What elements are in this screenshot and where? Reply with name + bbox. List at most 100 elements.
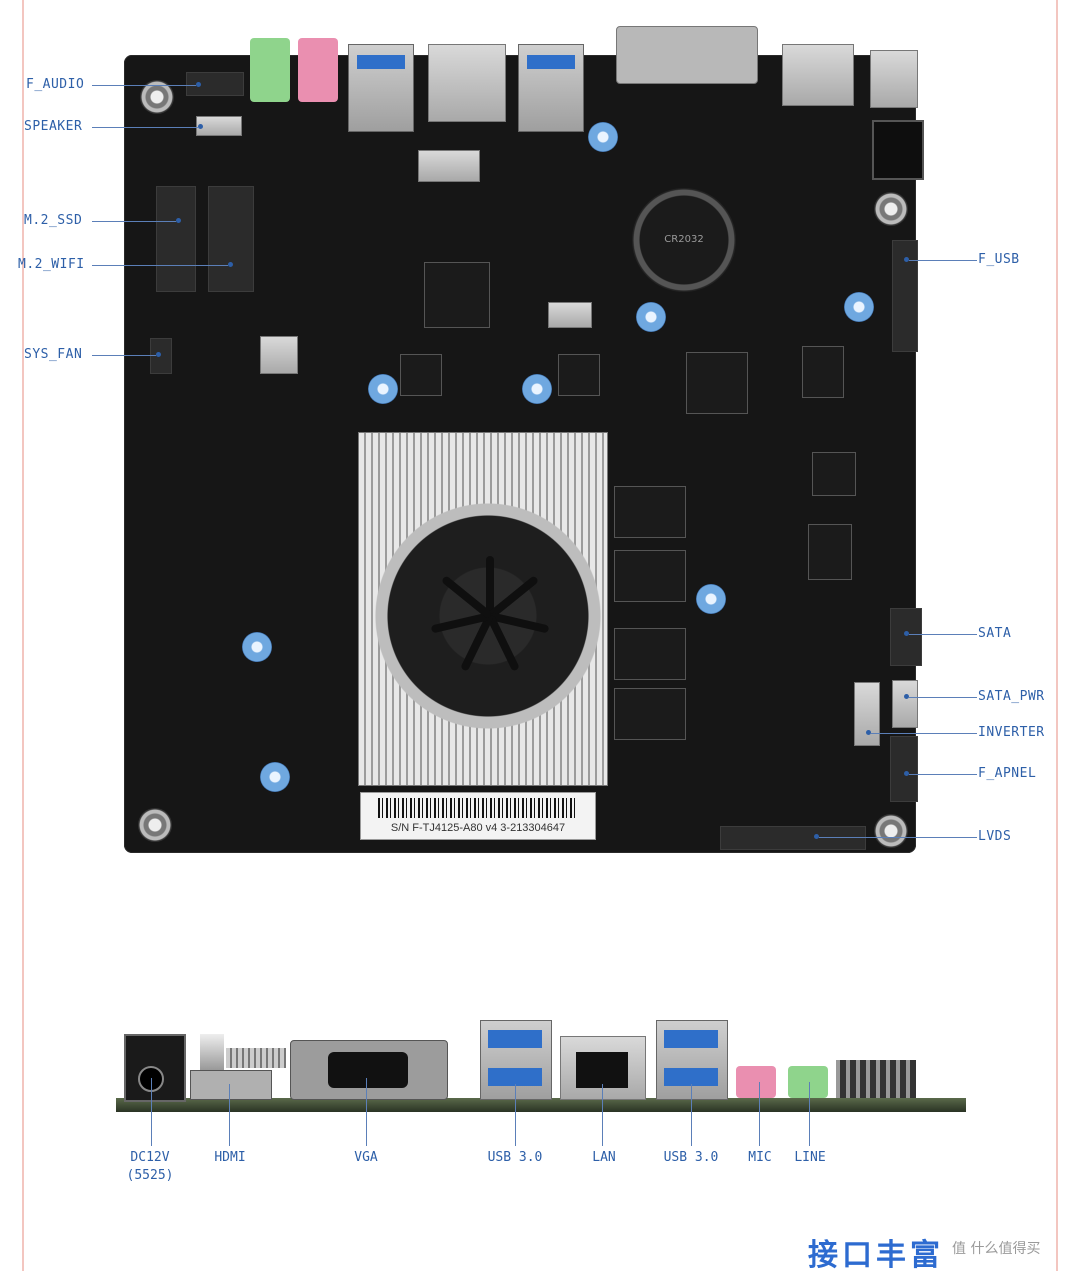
mount-hole [874, 192, 908, 226]
inductor [400, 354, 442, 396]
leader-line [92, 221, 176, 222]
fan-blade [486, 556, 494, 616]
left-frame-line [22, 0, 24, 1271]
label-usb3-left: USB 3.0 [487, 1150, 543, 1165]
label-lvds: LVDS [978, 829, 1012, 844]
leader-line [92, 355, 156, 356]
leader-line [691, 1084, 692, 1146]
hdmi-port-side [190, 1070, 272, 1100]
serial-number: S/N F-TJ4125-A80 v4 3-213304647 [390, 822, 566, 834]
f-panel-header [890, 736, 918, 802]
leader-line [92, 265, 228, 266]
leader-line [909, 634, 977, 635]
chip [808, 524, 852, 580]
ram-chip [614, 550, 686, 602]
leader-dot [904, 694, 909, 699]
label-mic: MIC [748, 1150, 772, 1165]
label-vga: VGA [354, 1150, 378, 1165]
f-audio-header [186, 72, 244, 96]
battery-text: CR2032 [664, 234, 704, 245]
capacitor [368, 374, 398, 404]
cmos-battery: CR2032 [632, 188, 736, 292]
usb3-tongue [488, 1030, 542, 1048]
mic-jack-side [736, 1066, 776, 1098]
m2-ssd-slot [156, 186, 196, 292]
label-inverter: INVERTER [978, 725, 1045, 740]
lan-port [428, 44, 506, 122]
capacitor [588, 122, 618, 152]
capacitor [260, 762, 290, 792]
line-jack-side [788, 1066, 828, 1098]
leader-dot [904, 257, 909, 262]
label-m2-wifi: M.2_WIFI [18, 257, 85, 272]
label-hdmi: HDMI [214, 1150, 246, 1165]
leader-dot [198, 124, 203, 129]
power-connector [872, 120, 924, 180]
sata-pwr-connector [892, 680, 918, 728]
leader-dot [196, 82, 201, 87]
watermark: 值 什么值得买 [952, 1241, 1041, 1257]
chip [802, 346, 844, 398]
leader-line [871, 733, 977, 734]
leader-line [366, 1078, 367, 1146]
label-dc12v: DC12V [130, 1150, 170, 1165]
leader-dot [176, 218, 181, 223]
leader-dot [904, 771, 909, 776]
section-title: 接口丰富 [808, 1238, 944, 1273]
leader-line [819, 837, 977, 838]
hdmi-port [782, 44, 854, 106]
leader-line [602, 1084, 603, 1146]
super-io-chip [424, 262, 490, 328]
label-f-audio: F_AUDIO [26, 77, 85, 92]
ram-chip [614, 486, 686, 538]
leader-line [151, 1078, 152, 1146]
hdmi-heatsink [226, 1048, 286, 1068]
leader-dot [814, 834, 819, 839]
label-m2-ssd: M.2_SSD [24, 213, 83, 228]
barcode [378, 798, 578, 818]
label-lan: LAN [592, 1150, 616, 1165]
ram-chip [614, 628, 686, 680]
right-frame-line [1056, 0, 1058, 1271]
capacitor [696, 584, 726, 614]
inductor [558, 354, 600, 396]
vga-socket [328, 1052, 408, 1088]
usb3-tongue [664, 1068, 718, 1086]
pin-headers [836, 1060, 916, 1098]
label-sata-pwr: SATA_PWR [978, 689, 1045, 704]
usb3-port-right [518, 44, 584, 132]
leader-line [759, 1082, 760, 1146]
ram-chip [614, 688, 686, 740]
leader-line [909, 774, 977, 775]
capacitor [844, 292, 874, 322]
label-f-apnel: F_APNEL [978, 766, 1037, 781]
mount-hole [138, 808, 172, 842]
leader-dot [866, 730, 871, 735]
fan-connector [548, 302, 592, 328]
usb3-tongue [664, 1030, 718, 1048]
leader-dot [228, 262, 233, 267]
mic-jack [298, 38, 338, 102]
mac-label [418, 150, 480, 182]
lan-controller-chip [686, 352, 748, 414]
lvds-connector [720, 826, 866, 850]
label-f-usb: F_USB [978, 252, 1020, 267]
inverter-connector [854, 682, 880, 746]
leader-line [92, 127, 198, 128]
label-line: LINE [794, 1150, 826, 1165]
capacitor [522, 374, 552, 404]
leader-line [515, 1084, 516, 1146]
sys-fan-header [150, 338, 172, 374]
leader-line [909, 260, 977, 261]
usb3-port-left [348, 44, 414, 132]
speaker-connector [196, 116, 242, 136]
capacitor [242, 632, 272, 662]
dc-jack [870, 50, 918, 108]
qr-label [260, 336, 298, 374]
capacitor [636, 302, 666, 332]
line-out-jack [250, 38, 290, 102]
label-speaker: SPEAKER [24, 119, 83, 134]
usb3-tongue [488, 1068, 542, 1086]
lan-socket [576, 1052, 628, 1088]
label-usb3-right: USB 3.0 [663, 1150, 719, 1165]
